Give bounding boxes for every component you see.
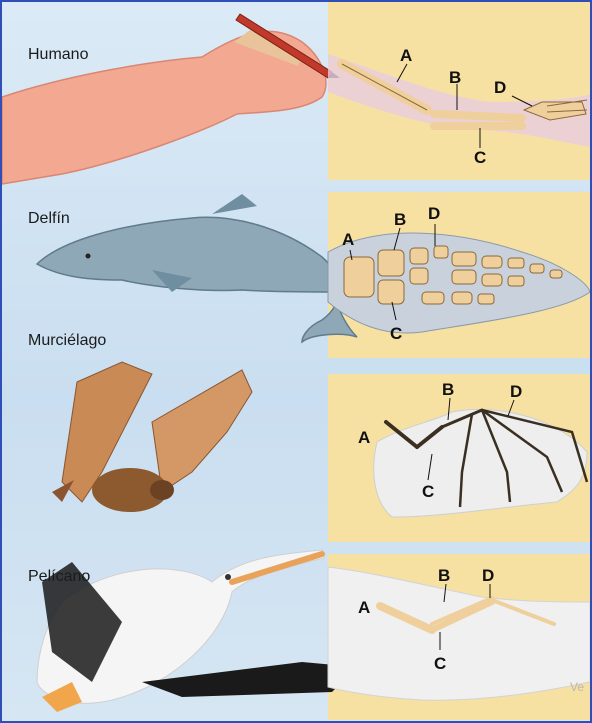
label-murcielago: Murciélago [28, 332, 106, 350]
pelican-label-a: A [358, 598, 370, 618]
watermark-text: Ve [570, 680, 584, 694]
dolphin-label-a: A [342, 230, 354, 250]
dolphin-illustration [37, 194, 357, 342]
bat-label-a: A [358, 428, 370, 448]
bat-label-c: C [422, 482, 434, 502]
human-label-a: A [400, 46, 412, 66]
pelican-label-d: D [482, 566, 494, 586]
label-pelicano: Pelícano [28, 568, 90, 586]
bat-label-b: B [442, 380, 454, 400]
dolphin-label-d: D [428, 204, 440, 224]
dolphin-label-c: C [390, 324, 402, 344]
human-arm-illustration [2, 14, 340, 184]
human-label-c: C [474, 148, 486, 168]
human-label-d: D [494, 78, 506, 98]
bat-label-d: D [510, 382, 522, 402]
dolphin-label-b: B [394, 210, 406, 230]
pelican-label-b: B [438, 566, 450, 586]
label-humano: Humano [28, 46, 88, 64]
bat-illustration [52, 362, 252, 512]
human-label-b: B [449, 68, 461, 88]
label-delfin: Delfín [28, 210, 70, 228]
pelican-label-c: C [434, 654, 446, 674]
